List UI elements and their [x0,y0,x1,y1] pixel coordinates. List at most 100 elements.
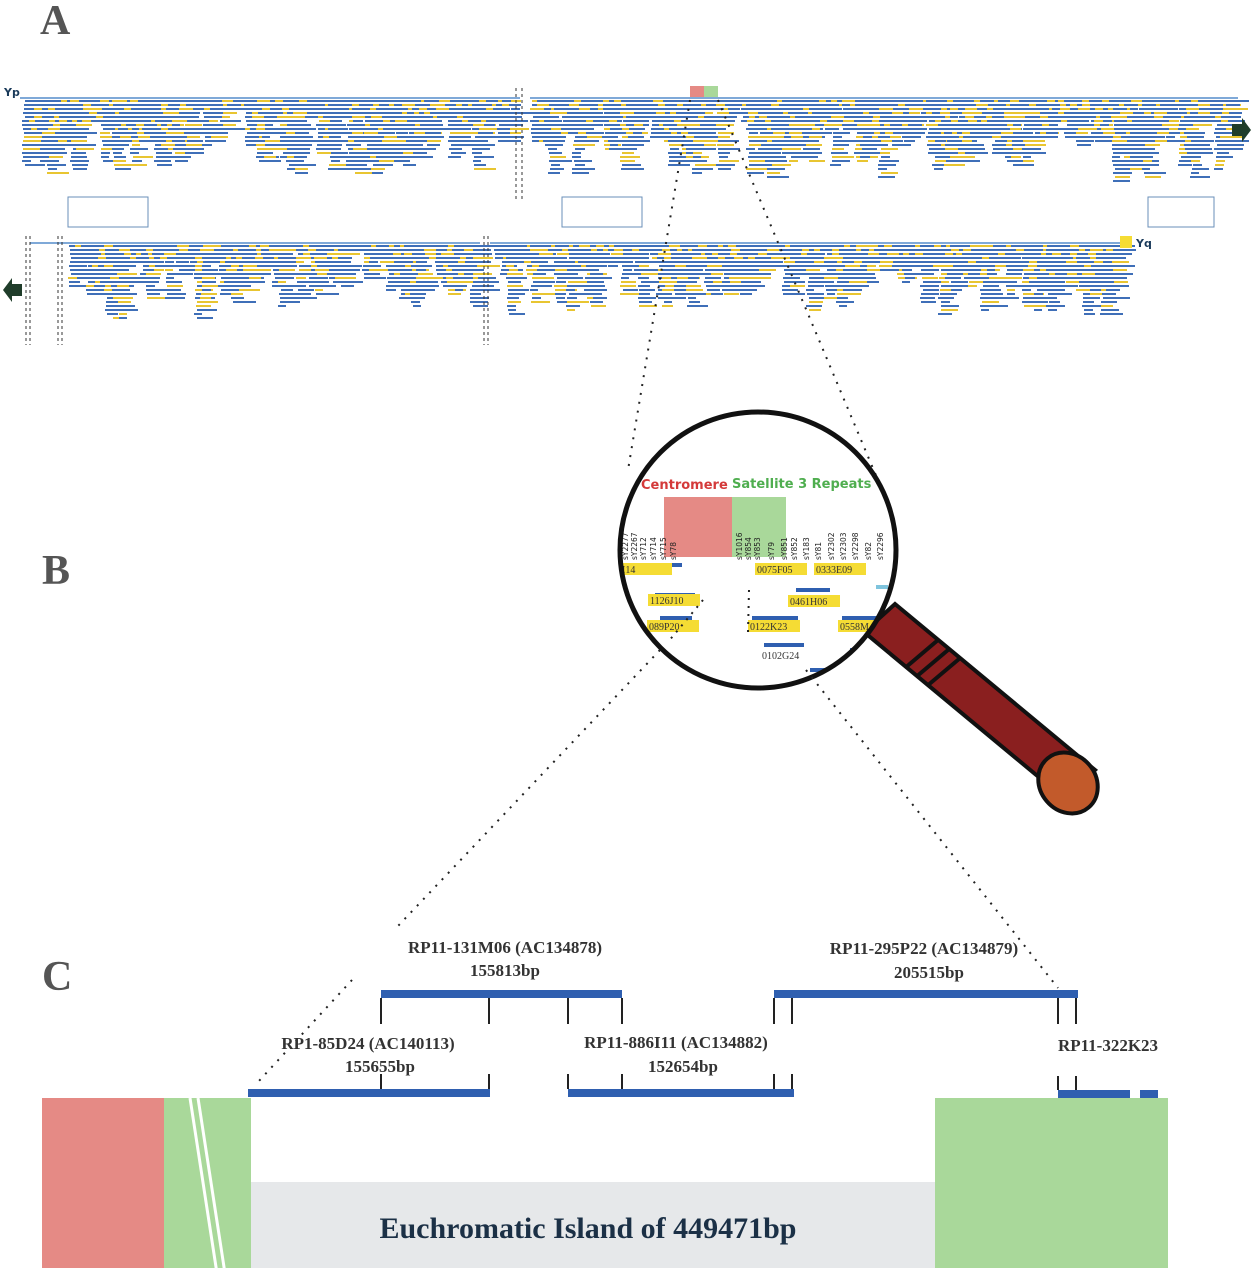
map-tile [706,293,715,295]
map-tile [542,245,557,247]
map-tile [670,148,679,150]
map-tile [755,265,763,267]
map-tile [410,293,426,295]
map-tile [507,273,523,275]
map-tile [773,132,795,134]
map-tile [867,273,875,275]
map-tile [383,160,402,162]
map-tile [54,136,63,138]
map-tile [364,277,386,279]
map-tile [424,112,433,114]
map-tile [844,245,854,247]
map-tile [359,104,372,106]
map-tile [575,148,585,150]
map-tile [417,289,426,291]
map-tile [1193,136,1204,138]
map-tile [165,261,174,263]
map-tile [761,257,769,259]
map-tile [207,257,230,259]
map-tile [566,124,576,126]
map-tile [554,285,572,287]
map-tile [549,120,559,122]
map-tile [1216,156,1233,158]
map-tile [1034,293,1043,295]
map-tile [706,140,724,142]
map-tile [223,128,246,130]
map-tile [1157,132,1179,134]
map-tile [280,104,292,106]
map-tile [223,124,236,126]
map-tile [693,148,716,150]
map-tile [824,124,835,126]
map-tile [680,265,690,267]
map-tile [348,136,357,138]
map-tile [154,269,164,271]
map-tile [909,108,927,110]
map-tile [873,128,884,130]
map-tile [1191,156,1201,158]
map-tile [431,124,443,126]
map-tile [860,144,883,146]
map-tile [842,124,861,126]
map-tile [980,100,991,102]
map-tile [1142,164,1159,166]
map-tile [867,269,888,271]
bac-clone-bar [810,668,828,672]
map-tile [28,136,45,138]
map-tile [698,112,708,114]
map-tile [187,112,200,114]
map-tile [694,136,706,138]
map-tile [800,112,808,114]
map-tile [830,108,842,110]
map-tile [623,253,639,255]
map-tile [1112,148,1127,150]
map-tile [986,297,1008,299]
map-tile [74,257,92,259]
map-tile [837,297,848,299]
map-tile [1028,265,1041,267]
map-tile [572,168,595,170]
map-tile [878,168,887,170]
map-tile [419,120,432,122]
inset-box-2 [561,196,643,228]
map-tile [1054,281,1065,283]
map-tile [711,293,723,295]
map-tile [789,132,805,134]
map-tile [400,269,411,271]
map-tile [261,261,278,263]
map-tile [1055,273,1075,275]
bac-clone-highlight [648,594,700,606]
map-tile [279,273,299,275]
map-tile [941,301,950,303]
map-tile [519,257,531,259]
map-tile [920,285,939,287]
map-tile [316,148,333,150]
map-tile [472,152,482,154]
map-tile [945,253,954,255]
map-tile [766,104,774,106]
map-tile [1064,277,1083,279]
map-tile [814,104,823,106]
map-tile [295,120,303,122]
map-tile [502,100,511,102]
map-tile [148,277,160,279]
map-tile [1143,156,1153,158]
map-tile [717,144,734,146]
bac-clone-label: 0461H06 [790,597,827,608]
map-tile [414,132,427,134]
map-tile [569,293,587,295]
map-tile [590,285,605,287]
map-tile [992,136,1001,138]
map-tile [719,160,739,162]
map-tile [448,293,461,295]
map-tile [136,120,148,122]
map-tile [293,140,316,142]
map-tile [257,148,266,150]
map-tile [1214,168,1223,170]
map-tile [933,104,943,106]
map-tile [386,289,396,291]
map-tile [1023,160,1034,162]
map-tile [210,108,223,110]
map-tile [921,269,939,271]
map-tile [220,120,241,122]
